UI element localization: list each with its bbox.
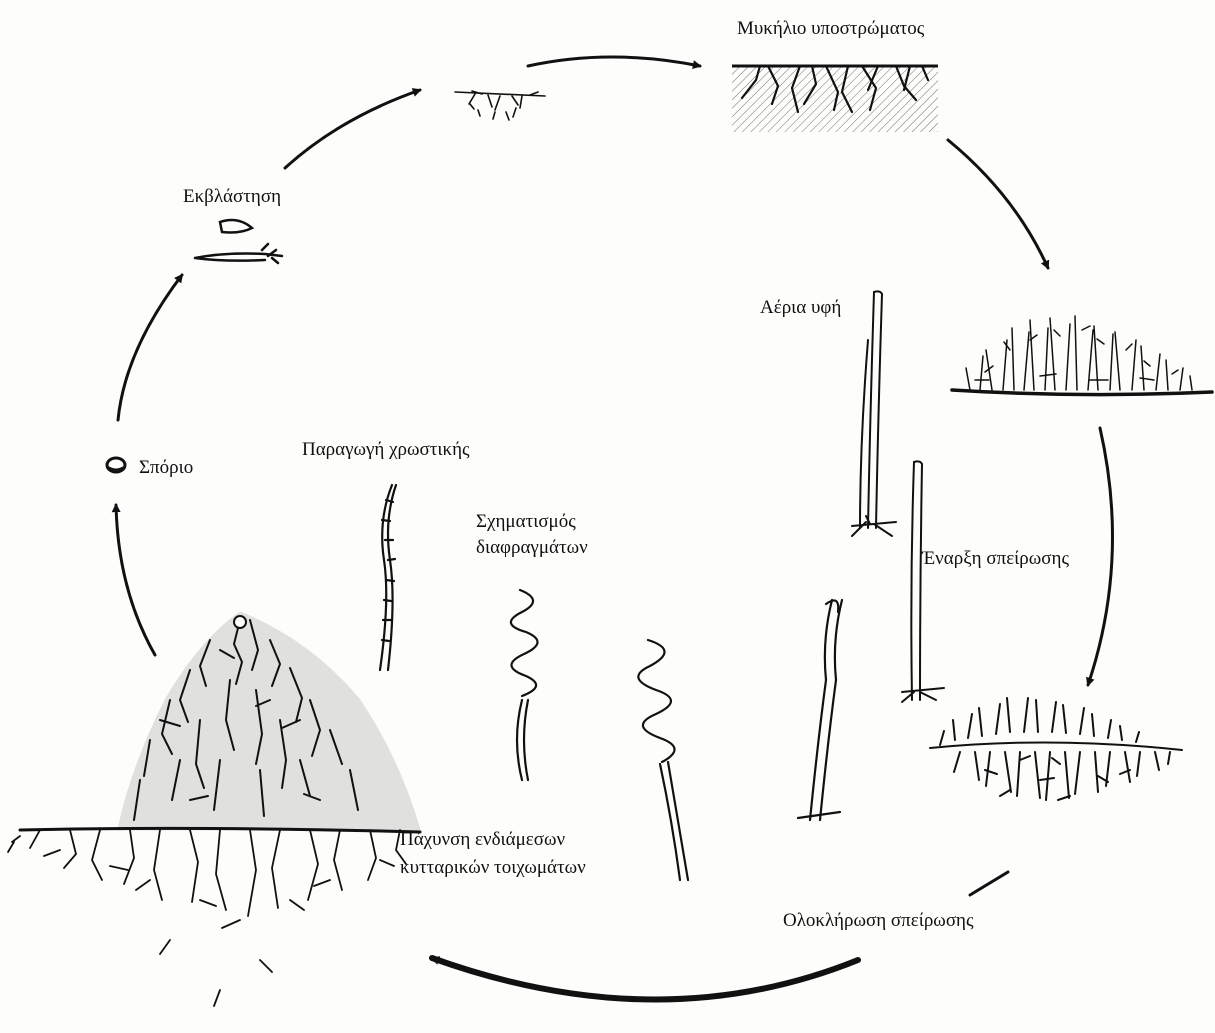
arrow-germination-to-young-mycelium [285,90,420,168]
label-sporulation-start: Έναρξη σπείρωσης [922,547,1069,571]
spore-icon [107,458,125,472]
arrow-to-substrate-mycelium [528,57,700,66]
label-substrate-mycelium: Μυκήλιο υποστρώματος [737,17,924,41]
label-aerial-hypha: Αέρια υφή [760,296,841,320]
label-wall-thickening-line-1: Πάχυνση ενδιάμεσων [400,828,565,852]
arrow-to-sporulation-colony [1088,428,1113,685]
arrow-spore-to-germination [118,275,182,420]
aerial-mycelium-colony-icon [952,316,1212,395]
young-mycelium-icon [455,91,545,120]
label-spore: Σπόριο [139,456,193,480]
germinating-spore-icon [195,220,282,263]
completion-tick [970,872,1008,895]
arrow-to-aerial-colony [948,140,1048,268]
label-septum-formation-line-2: διαφραγμάτων [476,536,588,560]
spore-chain-icon [380,485,842,880]
mature-colony-icon [8,612,420,1006]
aerial-hypha-icon [852,291,944,702]
label-septum-formation-line-1: Σχηματισμός [476,510,576,534]
substrate-mycelium-icon [732,66,938,132]
label-pigment-production: Παραγωγή χρωστικής [302,438,470,462]
arrow-completion-back [432,958,858,1000]
arrow-mature-to-spore [116,505,155,655]
label-sporulation-complete: Ολοκλήρωση σπείρωσης [783,909,974,933]
label-germination: Εκβλάστηση [183,185,281,209]
label-wall-thickening-line-2: κυτταρικών τοιχωμάτων [400,856,586,880]
sporulating-colony-icon [930,698,1182,800]
